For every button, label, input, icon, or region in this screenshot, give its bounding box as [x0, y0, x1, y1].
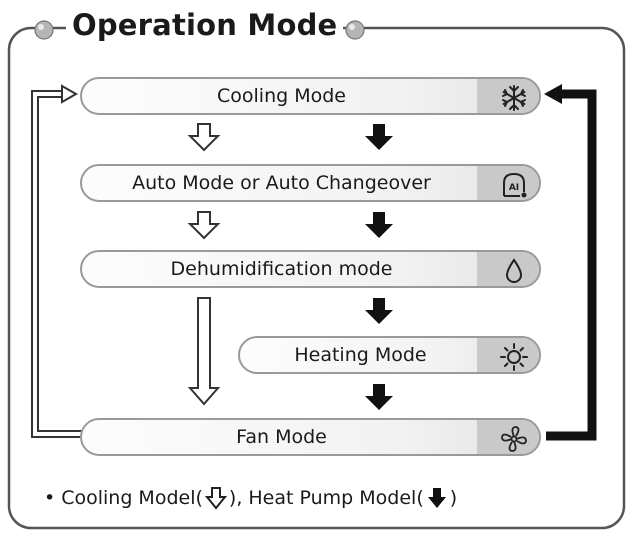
- sun-icon: [500, 343, 528, 371]
- heatpump-return-path: [544, 84, 597, 441]
- fan-mode-box: Fan Mode: [80, 418, 541, 456]
- cooling-arrow-long: [187, 297, 221, 406]
- note-heatpump-text: ), Heat Pump Model(: [228, 487, 424, 509]
- legend-note: • Cooling Model( ), Heat Pump Model( ): [44, 486, 457, 510]
- cooling-arrow-2: [187, 211, 221, 240]
- heatpump-arrow-2: [365, 212, 393, 238]
- hollow-arrow-icon: [204, 487, 227, 510]
- cooling-return-path: [31, 84, 82, 438]
- note-bullet: •: [44, 487, 56, 509]
- auto-mode-box: Auto Mode or Auto Changeover AI: [80, 164, 541, 202]
- diagram-title: Operation Mode: [66, 8, 344, 42]
- fan-icon: [501, 426, 527, 452]
- note-cooling-text: Cooling Model(: [61, 487, 203, 509]
- cooling-arrow-1: [187, 123, 221, 152]
- ai-icon-text: AI: [509, 183, 519, 193]
- snowflake-icon: [502, 85, 526, 111]
- solid-arrow-icon: [427, 488, 446, 508]
- note-close-paren: ): [449, 487, 458, 509]
- cooling-mode-box: Cooling Mode: [80, 77, 541, 115]
- cooling-mode-label: Cooling Mode: [217, 85, 346, 107]
- auto-mode-label: Auto Mode or Auto Changeover: [132, 172, 431, 194]
- heating-mode-box: Heating Mode: [238, 336, 541, 374]
- fan-mode-label: Fan Mode: [236, 426, 327, 448]
- heatpump-arrow-1: [365, 124, 393, 150]
- heatpump-arrow-3: [365, 298, 393, 324]
- ai-icon: AI: [503, 172, 527, 198]
- dehumidification-mode-box: Dehumidification mode: [80, 250, 541, 288]
- heatpump-arrow-4: [365, 384, 393, 410]
- water-drop-icon: [505, 258, 523, 283]
- dehumidification-mode-label: Dehumidification mode: [170, 258, 393, 280]
- heating-mode-label: Heating Mode: [294, 344, 427, 366]
